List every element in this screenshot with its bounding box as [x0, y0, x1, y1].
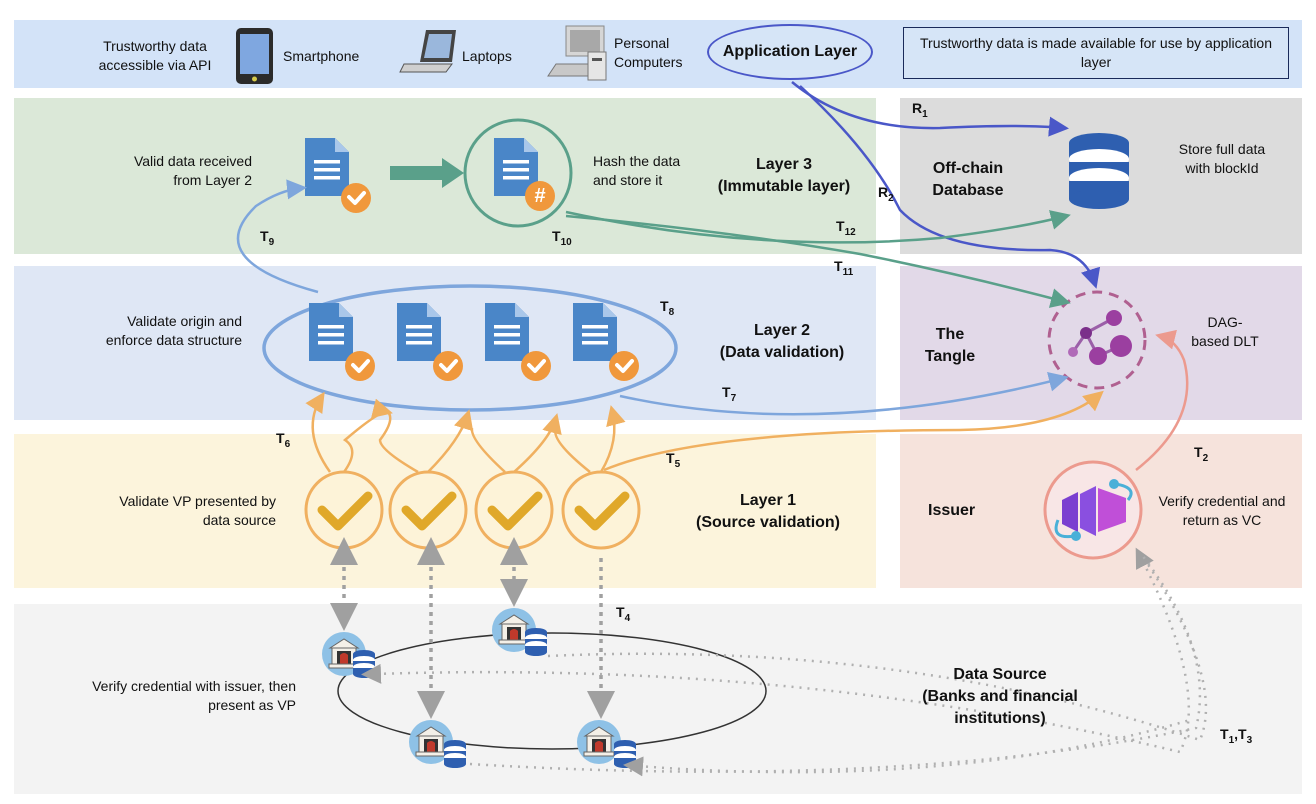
label-t7: T7 — [722, 384, 737, 404]
datasource-left-text: Verify credential with issuer, then pres… — [92, 678, 296, 713]
layer3-title-line2: (Immutable layer) — [717, 178, 851, 195]
layer3-title: Layer 3 (Immutable layer) — [706, 154, 862, 198]
layer2-document-icon-1 — [309, 303, 377, 383]
t5-arrow — [603, 390, 1104, 472]
label-t12: T12 — [836, 218, 856, 238]
application-layer-node: Application Layer — [707, 24, 873, 80]
t9-arrow — [236, 179, 319, 294]
layer1-left-text: Validate VP presented by data source — [119, 493, 276, 528]
issuer-right-text: Verify credential and return as VC — [1158, 493, 1286, 528]
hash-circle — [463, 118, 573, 228]
layer1-check-icon-2 — [388, 470, 468, 550]
layer1-title-line1: Layer 1 — [739, 492, 797, 509]
layer3-flow-arrow-head — [442, 158, 464, 188]
tangle-title: The Tangle — [920, 324, 980, 368]
label-t8: T8 — [660, 298, 675, 318]
datasource-title-line1: Data Source — [953, 666, 1047, 683]
label-t9: T9 — [260, 228, 275, 248]
label-t1-t3: T1,T3 — [1220, 726, 1253, 746]
bank-icon-1 — [321, 631, 375, 678]
t6-arrows — [305, 391, 626, 474]
datasource-title-line3: institutions) — [954, 710, 1046, 727]
t2-arrow — [1135, 329, 1189, 471]
datasource-title: Data Source (Banks and financial institu… — [894, 664, 1106, 730]
offchain-right-text: Store full data with blockId — [1178, 141, 1266, 176]
layer3-title-line1: Layer 3 — [755, 156, 813, 173]
issuer-verification-paths — [361, 547, 1208, 777]
bank-icon-4 — [576, 719, 636, 768]
laptops-label: Laptops — [462, 48, 512, 64]
offchain-title-line2: Database — [932, 182, 1004, 199]
tangle-right-text: DAG-based DLT — [1191, 314, 1259, 349]
datasource-title-line2: (Banks and financial — [922, 688, 1078, 705]
layer1-title: Layer 1 (Source validation) — [690, 490, 846, 534]
tangle-title-line1: The — [935, 326, 965, 343]
label-t2: T2 — [1194, 444, 1209, 464]
tangle-title-line2: Tangle — [924, 348, 976, 365]
layer2-title-line2: (Data validation) — [719, 344, 845, 361]
layer2-document-icon-4 — [573, 303, 641, 383]
label-r2: R2 — [878, 184, 894, 204]
api-access-text: Trustworthy data accessible via API — [98, 38, 212, 73]
bank-icon-2 — [491, 607, 547, 656]
offchain-title-line1: Off-chain — [932, 160, 1004, 177]
label-t4: T4 — [616, 604, 631, 624]
layer2-band — [14, 266, 876, 420]
laptop-icon — [399, 30, 456, 73]
smartphone-icon — [236, 28, 273, 84]
hash-store-text: Hash the data and store it — [593, 153, 681, 188]
vp-exchange-arrows — [330, 537, 615, 719]
r2-arrow — [799, 85, 1101, 289]
label-t10: T10 — [552, 228, 572, 248]
hashed-document-icon — [494, 138, 555, 211]
layer2-document-icon-2 — [397, 303, 465, 383]
tangle-dag-icon — [1047, 290, 1147, 390]
offchain-title: Off-chain Database — [916, 158, 1020, 202]
data-source-ellipse — [337, 632, 767, 750]
application-layer-note: Trustworthy data is made available for u… — [903, 27, 1289, 79]
smartphone-label: Smartphone — [283, 48, 360, 64]
r1-arrow — [791, 81, 1069, 137]
t11-arrow — [565, 214, 1071, 308]
issuer-title: Issuer — [928, 502, 976, 519]
t7-arrow — [619, 371, 1069, 416]
hash-icon: # — [534, 185, 546, 207]
layer1-title-line2: (Source validation) — [695, 514, 841, 531]
bank-icon-3 — [408, 719, 466, 768]
personal-computers-label: Personal Computers — [614, 35, 683, 70]
layer1-check-icon-3 — [474, 470, 554, 550]
layer2-left-text: Validate origin and enforce data structu… — [105, 313, 242, 348]
t12-arrow — [565, 210, 1071, 244]
layer3-valid-document-icon — [305, 138, 373, 215]
layer2-document-icon-3 — [485, 303, 553, 383]
offchain-database-icon — [1069, 133, 1129, 209]
layer3-left-text: Valid data received from Layer 2 — [133, 153, 252, 188]
personal-computer-icon — [547, 25, 607, 81]
label-t6: T6 — [276, 430, 291, 450]
layer1-check-icon-4 — [561, 470, 641, 550]
label-t11: T11 — [834, 258, 854, 278]
layer1-check-icon-1 — [304, 470, 384, 550]
layer2-title-line1: Layer 2 — [753, 322, 811, 339]
layer2-title: Layer 2 (Data validation) — [708, 320, 856, 364]
issuer-credential-icon — [1043, 460, 1143, 560]
label-r1: R1 — [912, 100, 928, 120]
label-t5: T5 — [666, 450, 681, 470]
